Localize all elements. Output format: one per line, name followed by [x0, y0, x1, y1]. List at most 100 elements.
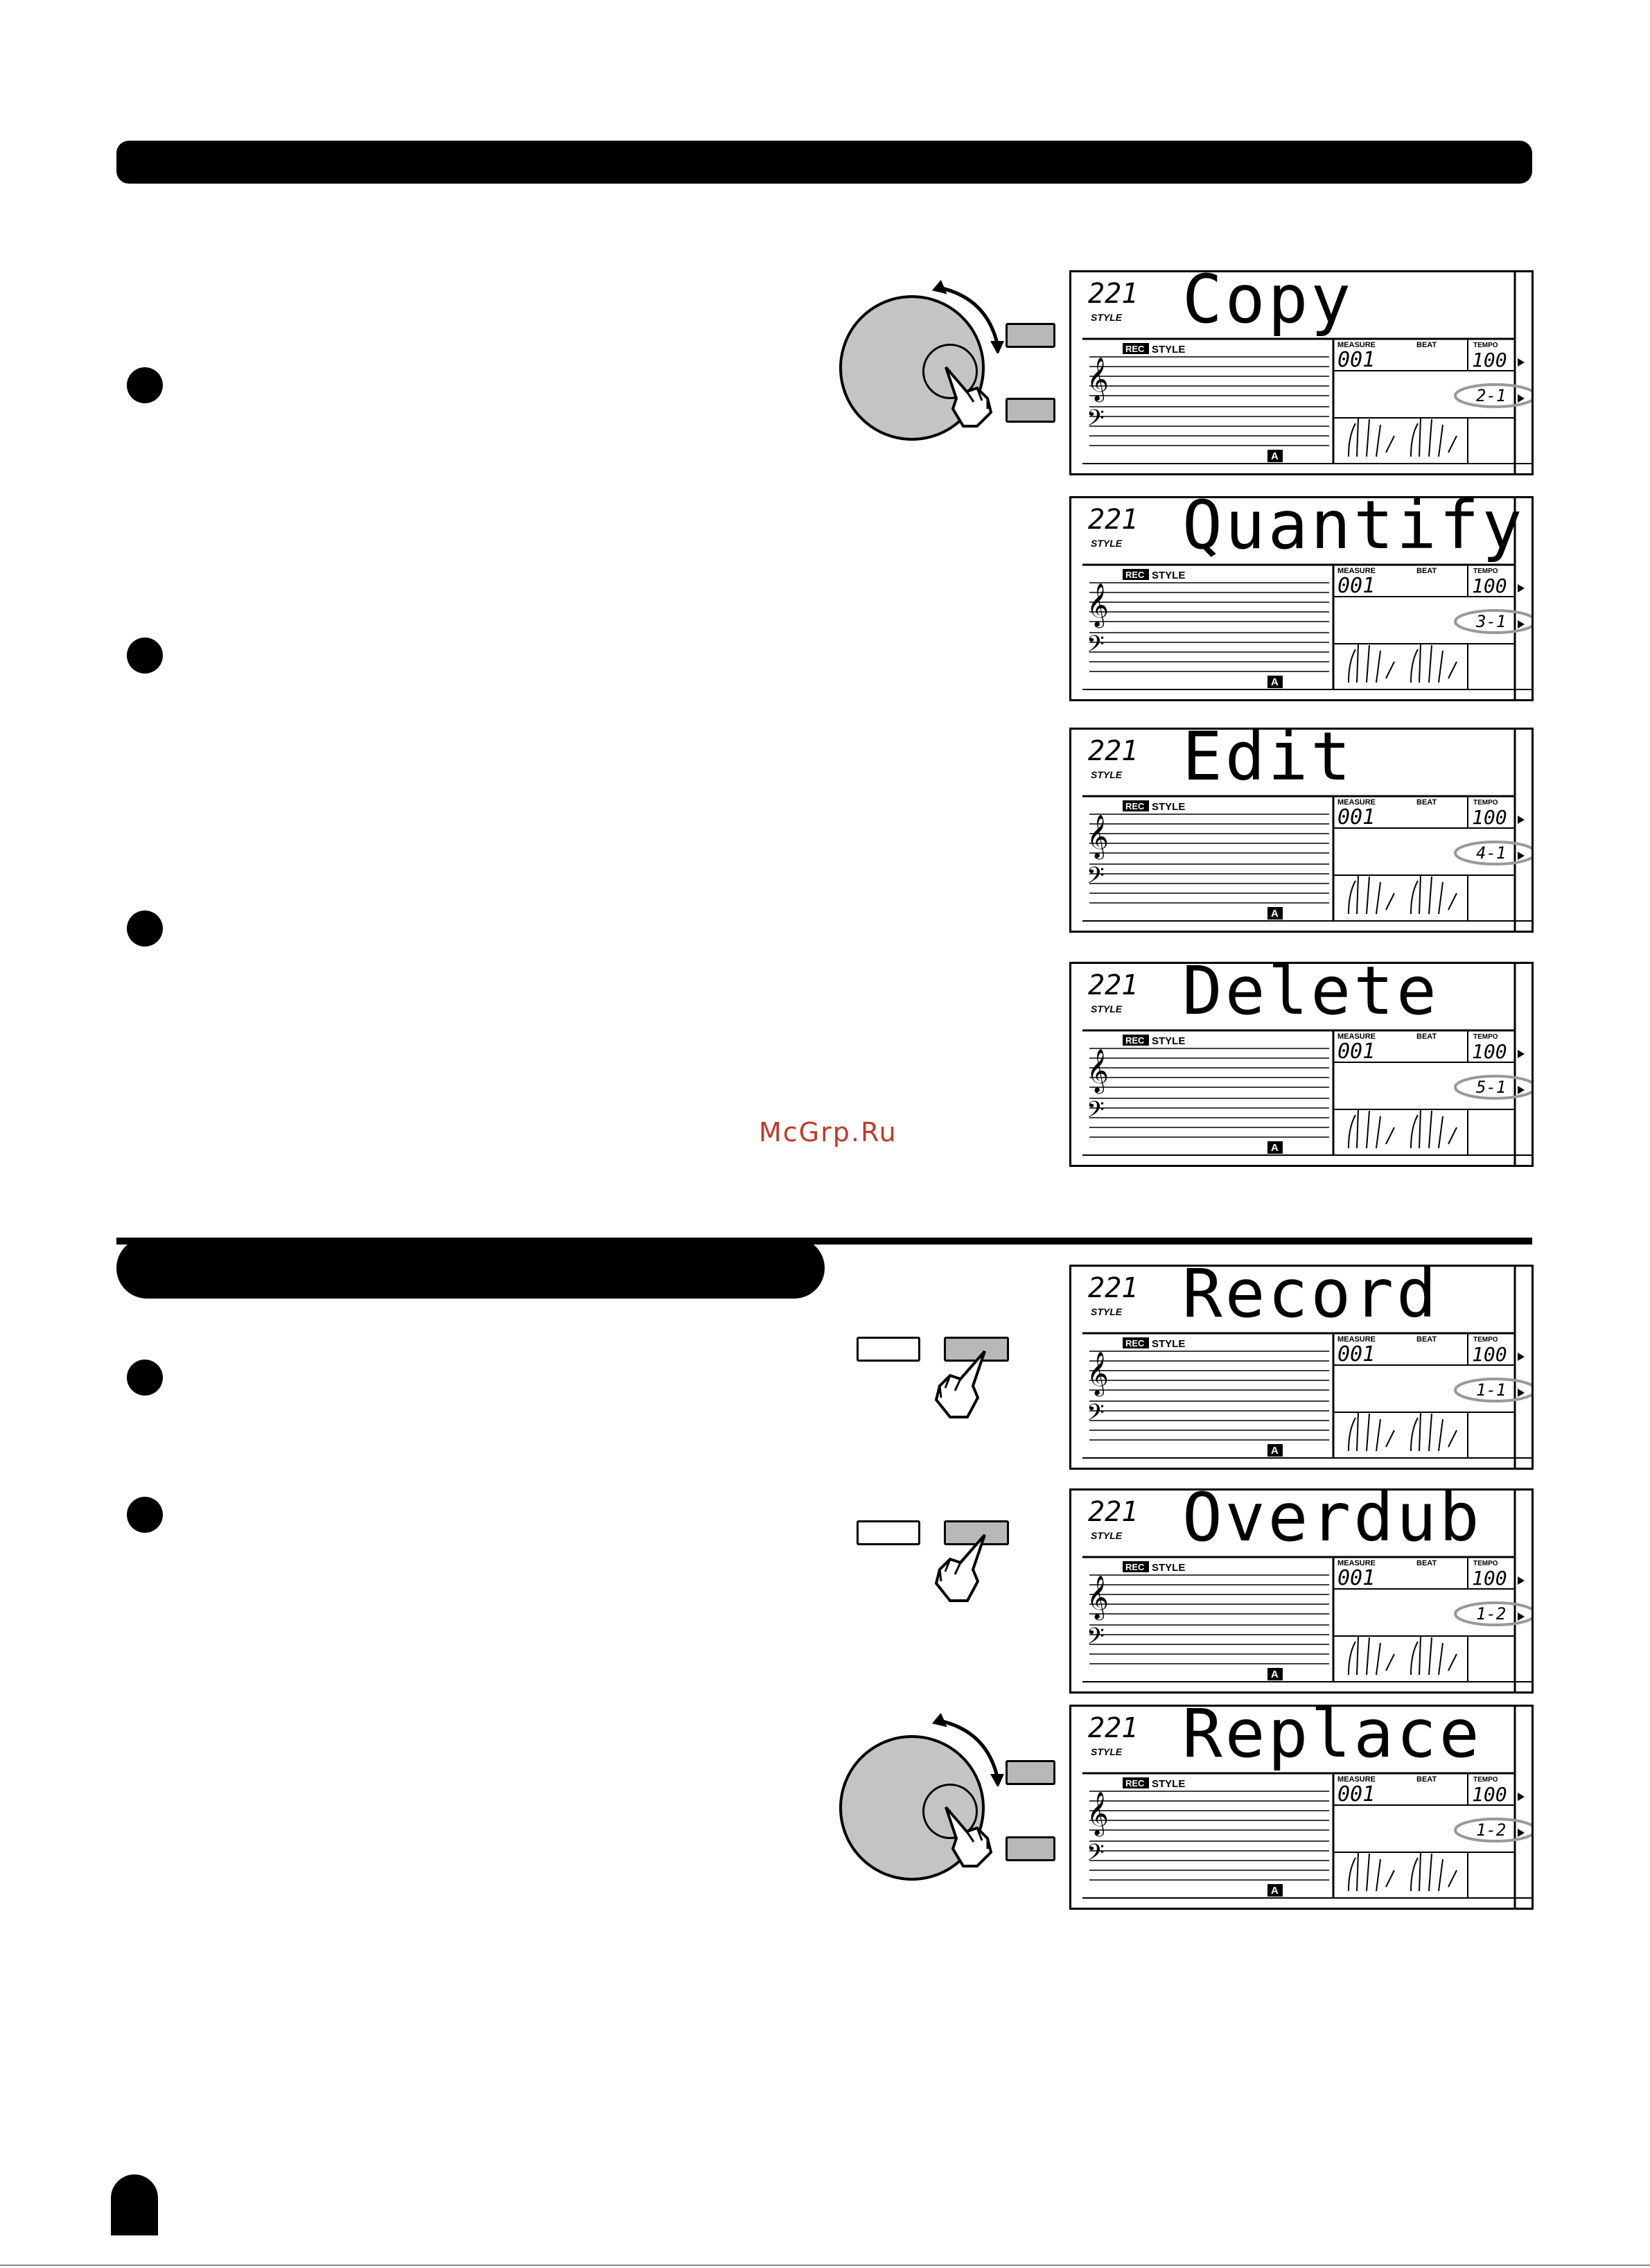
track-highlight [1454, 1378, 1531, 1403]
track-highlight [1454, 383, 1531, 408]
tempo-value: 100 [1472, 574, 1507, 597]
treble-clef-icon: 𝄞 [1087, 1791, 1109, 1837]
measure-value: 001 [1337, 574, 1375, 598]
rec-style-label: STYLE [1152, 344, 1185, 355]
measure-value: 001 [1337, 1342, 1375, 1366]
measure-value: 001 [1337, 1566, 1375, 1590]
down-button[interactable] [1006, 398, 1055, 423]
dial-control-group [835, 1710, 1064, 1883]
section-marker: A [1271, 1885, 1279, 1897]
lcd-title: Replace [1182, 1707, 1482, 1773]
tempo-label: TEMPO [1473, 1560, 1498, 1567]
style-label: STYLE [1091, 312, 1123, 323]
rotate-arrow-icon [932, 279, 1004, 353]
lcd-title: Delete [1182, 964, 1439, 1030]
up-button[interactable] [1006, 323, 1055, 348]
measure-value: 001 [1337, 348, 1375, 372]
keyboard-hands-icon [1348, 417, 1457, 457]
tempo-value: 100 [1472, 1783, 1507, 1806]
track-indicator: 4-1 [1476, 843, 1506, 863]
tempo-value: 100 [1472, 806, 1507, 829]
section-marker: A [1271, 1142, 1279, 1154]
measure-label: MEASURE [1337, 798, 1376, 807]
measure-label: MEASURE [1337, 567, 1376, 575]
track-highlight [1454, 1075, 1531, 1100]
down-button[interactable] [1006, 1836, 1055, 1861]
section-marker: A [1271, 676, 1279, 688]
treble-clef-icon: 𝄞 [1087, 357, 1109, 403]
beat-label: BEAT [1416, 341, 1437, 349]
left-button[interactable] [857, 1337, 920, 1362]
beat-label: BEAT [1416, 1032, 1437, 1041]
rotate-arrow-icon [932, 1712, 1004, 1786]
record-button[interactable] [944, 1520, 1009, 1545]
section-marker: A [1271, 1669, 1279, 1680]
section-header-bar [116, 141, 1532, 184]
treble-clef-icon: 𝄞 [1087, 583, 1109, 628]
style-number: 221 [1088, 1712, 1138, 1744]
left-button[interactable] [857, 1520, 920, 1545]
track-indicator: 5-1 [1476, 1078, 1506, 1097]
rec-style-label: STYLE [1152, 1338, 1185, 1350]
watermark: McGrp.Ru [759, 1117, 897, 1148]
pointing-hand-icon [934, 1533, 986, 1602]
track-indicator: 1-2 [1476, 1820, 1506, 1840]
bass-clef-icon: 𝄢 [1087, 863, 1105, 895]
pointing-hand-icon [945, 366, 993, 428]
lcd-title: Overdub [1182, 1491, 1482, 1556]
keyboard-hands-icon [1348, 643, 1457, 683]
keyboard-hands-icon [1348, 1109, 1457, 1149]
bass-clef-icon: 𝄢 [1087, 631, 1105, 663]
rec-badge: REC [1125, 801, 1145, 811]
measure-label: MEASURE [1337, 1032, 1376, 1041]
rec-style-label: STYLE [1152, 1562, 1185, 1574]
keyboard-hands-icon [1348, 1635, 1457, 1676]
section-marker: A [1271, 1445, 1279, 1457]
track-indicator: 2-1 [1476, 386, 1506, 405]
track-highlight [1454, 609, 1531, 634]
treble-clef-icon: 𝄞 [1087, 1048, 1109, 1094]
up-button[interactable] [1006, 1760, 1055, 1785]
tempo-value: 100 [1472, 1343, 1507, 1366]
track-indicator: 1-2 [1476, 1604, 1506, 1624]
step-marker [127, 638, 163, 674]
style-label: STYLE [1091, 1746, 1123, 1757]
bottom-rule [0, 2265, 1650, 2266]
tempo-label: TEMPO [1473, 342, 1498, 349]
tempo-value: 100 [1472, 349, 1507, 371]
style-number: 221 [1088, 969, 1138, 1001]
rec-badge: REC [1125, 570, 1145, 580]
measure-value: 001 [1337, 1039, 1375, 1064]
tempo-value: 100 [1472, 1567, 1507, 1590]
style-label: STYLE [1091, 538, 1123, 549]
tempo-label: TEMPO [1473, 1033, 1498, 1041]
style-number: 221 [1088, 1272, 1138, 1304]
style-number: 221 [1088, 735, 1138, 767]
track-indicator: 3-1 [1475, 612, 1506, 631]
section-marker: A [1271, 450, 1279, 462]
measure-value: 001 [1337, 1782, 1375, 1807]
lcd-title: Edit [1182, 730, 1353, 795]
bass-clef-icon: 𝄢 [1087, 1624, 1105, 1655]
rec-badge: REC [1125, 1778, 1145, 1788]
step-marker [127, 367, 163, 403]
lcd-title: Copy [1182, 272, 1353, 338]
style-number: 221 [1088, 278, 1138, 310]
style-number: 221 [1088, 504, 1138, 536]
measure-label: MEASURE [1337, 1335, 1376, 1344]
track-indicator: 1-1 [1476, 1380, 1506, 1400]
beat-label: BEAT [1416, 1559, 1437, 1567]
bass-clef-icon: 𝄢 [1087, 405, 1105, 437]
rec-style-label: STYLE [1152, 1778, 1185, 1790]
lcd-title: Quantify [1182, 498, 1525, 564]
rec-badge: REC [1125, 1562, 1145, 1572]
